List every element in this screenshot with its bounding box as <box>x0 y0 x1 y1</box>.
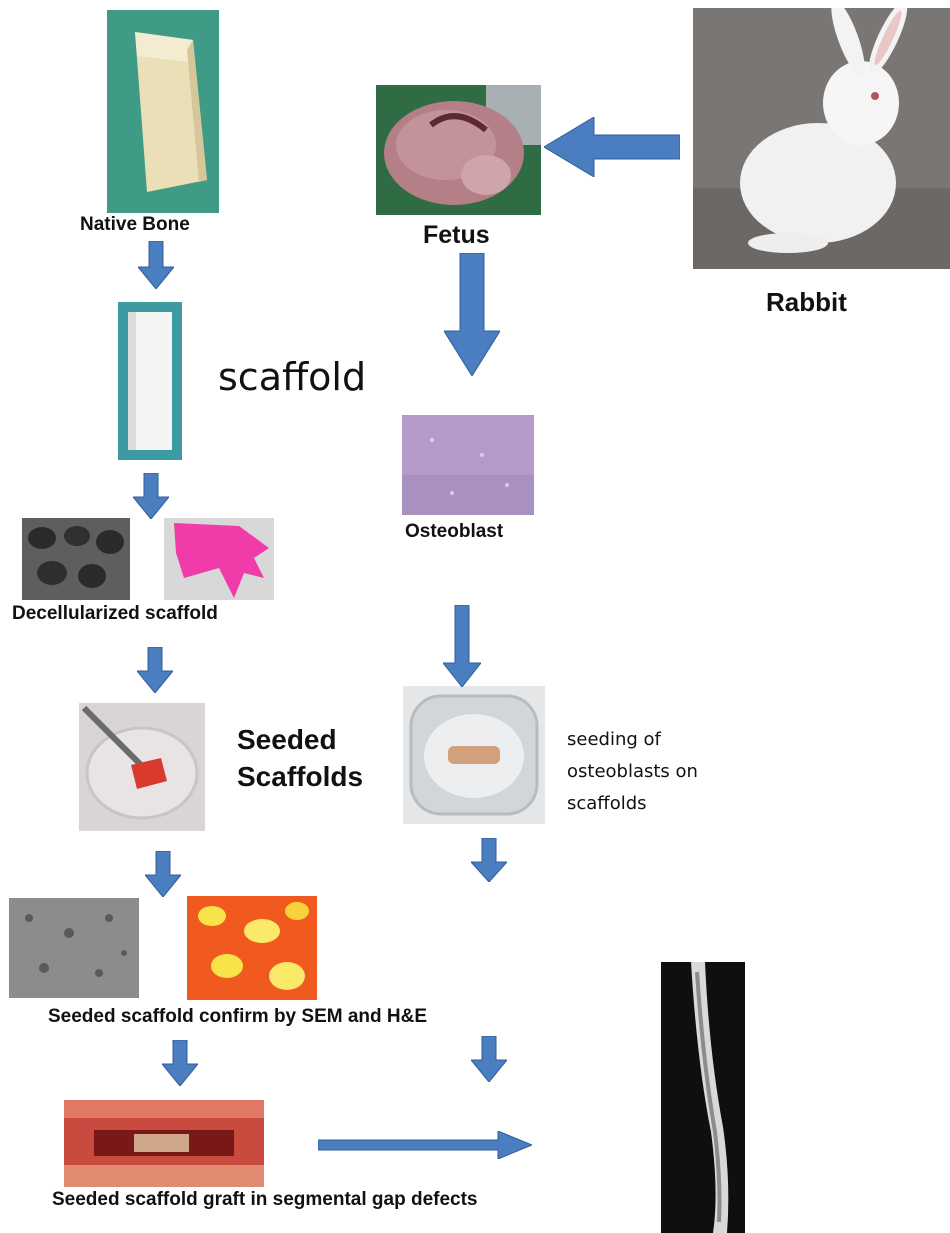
arrow-confirm-to-graft <box>162 1040 198 1086</box>
arrow-fetus-to-osteoblast <box>444 253 500 376</box>
seeded-dish-photo <box>79 703 205 831</box>
decellularized-label: Decellularized scaffold <box>12 603 218 625</box>
xray-image <box>661 962 745 1233</box>
arrow-graft-to-xray <box>318 1131 532 1159</box>
native-bone-photo <box>107 10 219 213</box>
pink-stain-micrograph <box>164 518 274 600</box>
arrow-rabbit-to-fetus <box>544 117 680 177</box>
arrow-decellularized-to-seeded <box>137 647 173 693</box>
seeding-text-line2: osteoblasts on <box>567 761 698 782</box>
arrow-osteoblast-to-well <box>443 605 481 687</box>
fetus-photo <box>376 85 541 215</box>
he-stain-micrograph <box>187 896 317 1000</box>
graft-label: Seeded scaffold graft in segmental gap d… <box>52 1189 478 1211</box>
scaffold-photo <box>118 302 182 460</box>
arrow-seeded-to-confirm <box>145 851 181 897</box>
scaffold-label: scaffold <box>218 355 366 399</box>
seeding-text-line3: scaffolds <box>567 793 647 814</box>
seeding-text-line1: seeding of <box>567 729 661 750</box>
confirm-label: Seeded scaffold confirm by SEM and H&E <box>48 1006 427 1028</box>
graft-surgery-photo <box>64 1100 264 1187</box>
sem-seeded-micrograph <box>9 898 139 998</box>
arrow-scaffold-to-decellularized <box>133 473 169 519</box>
arrow-right-column-down <box>471 1036 507 1082</box>
seeding-well-photo <box>403 686 545 824</box>
osteoblast-label: Osteoblast <box>405 521 503 543</box>
sem-scaffold-micrograph <box>22 518 130 600</box>
rabbit-photo <box>693 8 950 269</box>
arrow-well-down <box>471 838 507 882</box>
arrow-native-to-scaffold <box>138 241 174 289</box>
fetus-label: Fetus <box>423 221 490 250</box>
osteoblast-micrograph <box>402 415 534 515</box>
native-bone-label: Native Bone <box>80 214 190 236</box>
seeded-scaffolds-line2: Scaffolds <box>237 761 363 793</box>
seeded-scaffolds-line1: Seeded <box>237 724 337 756</box>
rabbit-label: Rabbit <box>766 287 847 318</box>
